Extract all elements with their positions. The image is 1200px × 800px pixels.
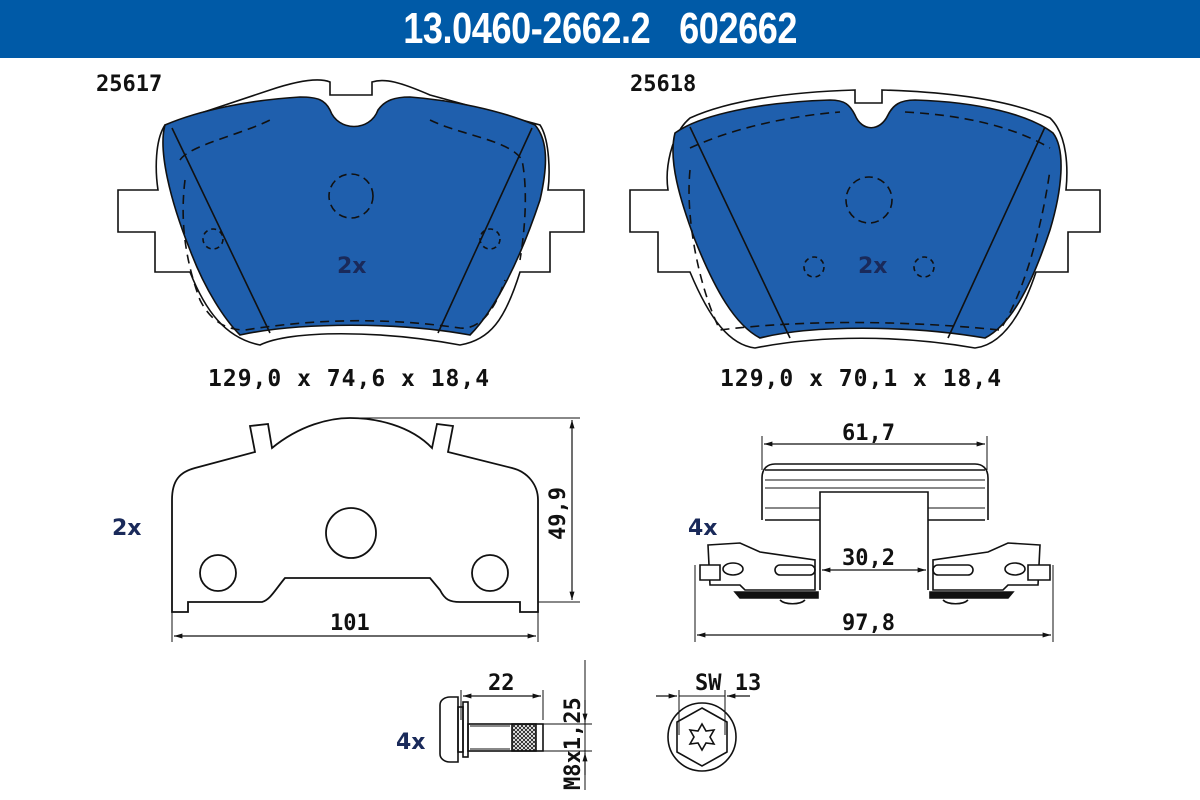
bolt-quantity: 4x <box>396 730 426 755</box>
pad-ref-right: 25618 <box>630 72 697 97</box>
shim-height-label: 49,9 <box>546 487 571 540</box>
flange-bolt-icon <box>439 660 592 790</box>
brake-pad-left-icon <box>117 79 585 346</box>
clip-overall-width-label: 97,8 <box>842 611 895 636</box>
pad-right-dimensions: 129,0 x 70,1 x 18,4 <box>720 366 1003 392</box>
clip-top-width-label: 61,7 <box>842 421 895 446</box>
clip-inner-width-label: 30,2 <box>842 546 895 571</box>
bolt-thread-label: M8x1,25 <box>561 697 586 790</box>
article-title: 13.0460-2662.2 602662 <box>403 4 797 54</box>
bolt-length-label: 22 <box>488 671 515 696</box>
pad-right-quantity: 2x <box>858 254 888 279</box>
spring-clip-icon <box>694 436 1054 642</box>
pad-ref-left: 25617 <box>96 72 163 97</box>
pad-left-dimensions: 129,0 x 74,6 x 18,4 <box>208 366 491 392</box>
pad-left-quantity: 2x <box>337 254 367 279</box>
short-number: 602662 <box>678 4 797 53</box>
brake-pad-right-icon <box>629 89 1101 349</box>
shim-quantity: 2x <box>112 516 142 541</box>
header-banner: 13.0460-2662.2 602662 <box>0 0 1200 58</box>
clip-quantity: 4x <box>688 516 718 541</box>
bolt-wrench-size-label: SW 13 <box>695 671 761 696</box>
article-number: 13.0460-2662.2 <box>403 4 651 53</box>
shim-plate-icon <box>171 417 580 642</box>
torx-head-icon <box>656 690 750 772</box>
shim-width-label: 101 <box>330 611 370 636</box>
